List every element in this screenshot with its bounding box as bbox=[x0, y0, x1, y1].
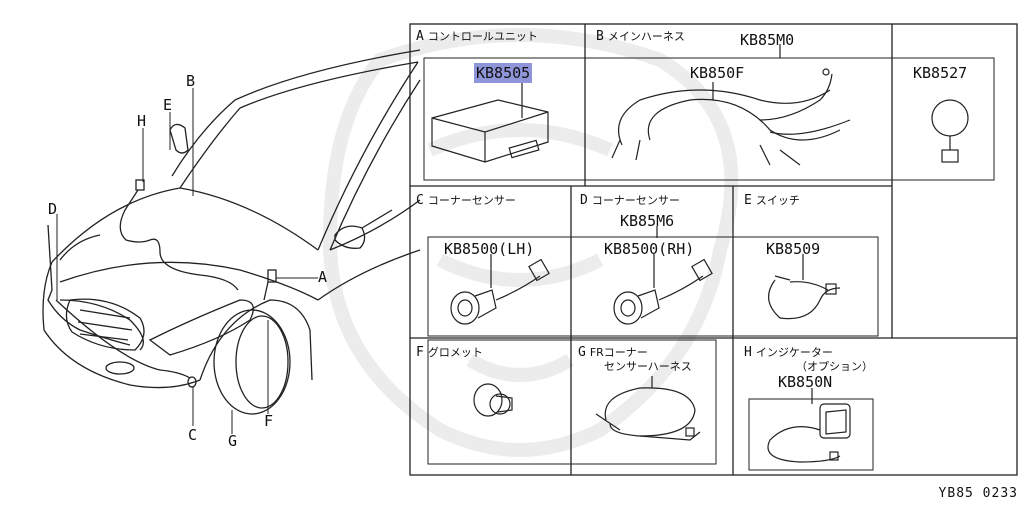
part-kb8500-lh[interactable]: KB8500(LH) bbox=[444, 240, 535, 258]
car-label-g: G bbox=[228, 432, 238, 450]
section-h-title-2: （オプション） bbox=[796, 360, 873, 373]
section-h-title-1: インジケーター bbox=[755, 346, 833, 359]
grommet-drawing bbox=[473, 383, 513, 417]
fr-corner-harness-drawing bbox=[595, 376, 701, 441]
part-kb85m6[interactable]: KB85M6 bbox=[620, 212, 675, 230]
section-d-key: D bbox=[580, 193, 588, 208]
indicator-drawing bbox=[767, 388, 851, 463]
section-c-title: コーナーセンサー bbox=[427, 194, 516, 207]
corner-sensor-lh-drawing bbox=[450, 254, 550, 325]
car-label-d: D bbox=[48, 200, 58, 218]
car-label-c: C bbox=[188, 426, 198, 444]
section-g-key: G bbox=[578, 345, 586, 360]
section-h-key: H bbox=[744, 345, 752, 360]
part-kb8505-text: KB8505 bbox=[474, 63, 533, 83]
car-illustration bbox=[42, 49, 421, 415]
section-f-key: F bbox=[416, 345, 424, 360]
section-b-key: B bbox=[596, 29, 604, 44]
car-label-a: A bbox=[318, 268, 328, 286]
section-a-title: コントロールユニット bbox=[427, 30, 538, 43]
section-d-title: コーナーセンサー bbox=[591, 194, 680, 207]
car-label-f: F bbox=[264, 412, 274, 430]
part-kb85m0[interactable]: KB85M0 bbox=[740, 31, 795, 49]
section-g-title-1: FRコーナー bbox=[589, 346, 648, 359]
section-f-title: グロメット bbox=[427, 346, 483, 359]
part-kb8527[interactable]: KB8527 bbox=[913, 64, 968, 82]
part-kb8505[interactable]: KB8505 bbox=[474, 63, 533, 83]
section-c-key: C bbox=[416, 193, 424, 208]
part-kb850n[interactable]: KB850N bbox=[778, 373, 833, 391]
leader-lines bbox=[56, 88, 318, 434]
car-label-b: B bbox=[186, 72, 196, 90]
car-label-h: H bbox=[137, 112, 147, 130]
part-kb8500-rh[interactable]: KB8500(RH) bbox=[604, 240, 695, 258]
section-a-key: A bbox=[416, 29, 424, 44]
part-kb850f[interactable]: KB850F bbox=[690, 64, 745, 82]
section-e-key: E bbox=[744, 193, 752, 208]
inner-boxes bbox=[423, 57, 995, 471]
figure-code: YB85 0233 bbox=[938, 486, 1018, 501]
switch-drawing bbox=[768, 254, 841, 320]
control-unit-drawing bbox=[431, 82, 549, 163]
section-b-title: メインハーネス bbox=[607, 30, 685, 43]
car-label-e: E bbox=[163, 96, 173, 114]
main-harness-drawing bbox=[611, 44, 851, 166]
section-e-title: スイッチ bbox=[755, 194, 800, 207]
part-kb8509[interactable]: KB8509 bbox=[766, 240, 821, 258]
corner-sensor-rh-drawing bbox=[613, 226, 713, 325]
section-g-title-2: センサーハーネス bbox=[604, 360, 692, 373]
kb8527-drawing bbox=[931, 99, 969, 163]
